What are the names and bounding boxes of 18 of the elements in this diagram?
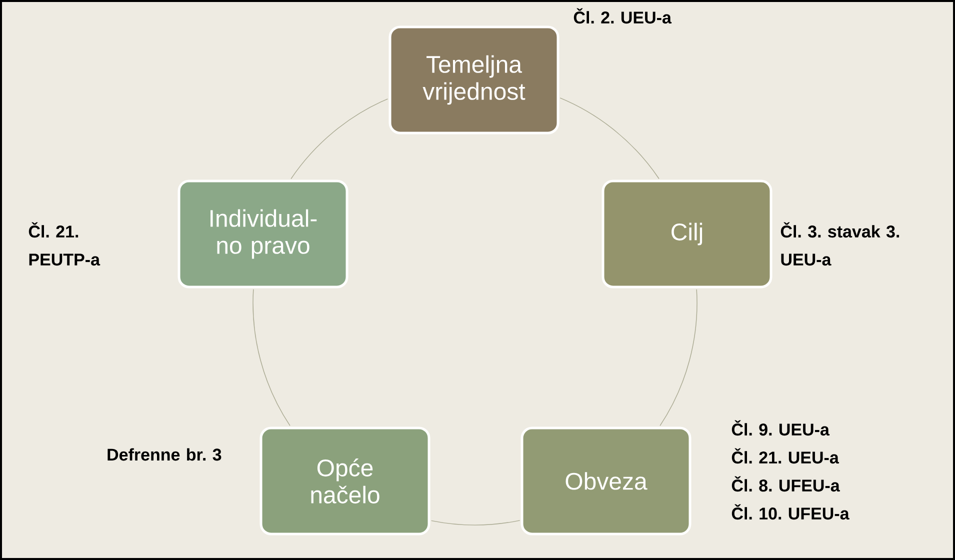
reference-text: Čl. 8. UFEU-a [732, 476, 840, 492]
reference-text: Čl. 3. stavak 3. UEU-a [780, 222, 900, 266]
concept-box: Obveza [520, 426, 692, 536]
circle-arc [660, 288, 698, 426]
reference-text: Čl. 10. UFEU-a [732, 504, 850, 520]
concept-box: Cilj [602, 180, 772, 288]
concept-box: Temeljna vrijednost [388, 26, 560, 134]
reference-text: Čl. 9. UEU-a [732, 420, 830, 436]
circle-arc [290, 98, 388, 180]
reference-text: Čl. 21. UEU-a [732, 448, 839, 464]
reference-text: Defrenne br. 3 [108, 448, 222, 461]
circle-arc [431, 520, 520, 526]
reference-text: Čl. 2. UEU-a [574, 8, 672, 24]
reference-text: Čl. 21. PEUTP-a [28, 222, 100, 266]
circle-arc [252, 288, 290, 426]
concept-box: Individual- no pravo [178, 180, 348, 288]
circle-arc [560, 98, 660, 180]
concept-box: Opće načelo [260, 426, 430, 536]
